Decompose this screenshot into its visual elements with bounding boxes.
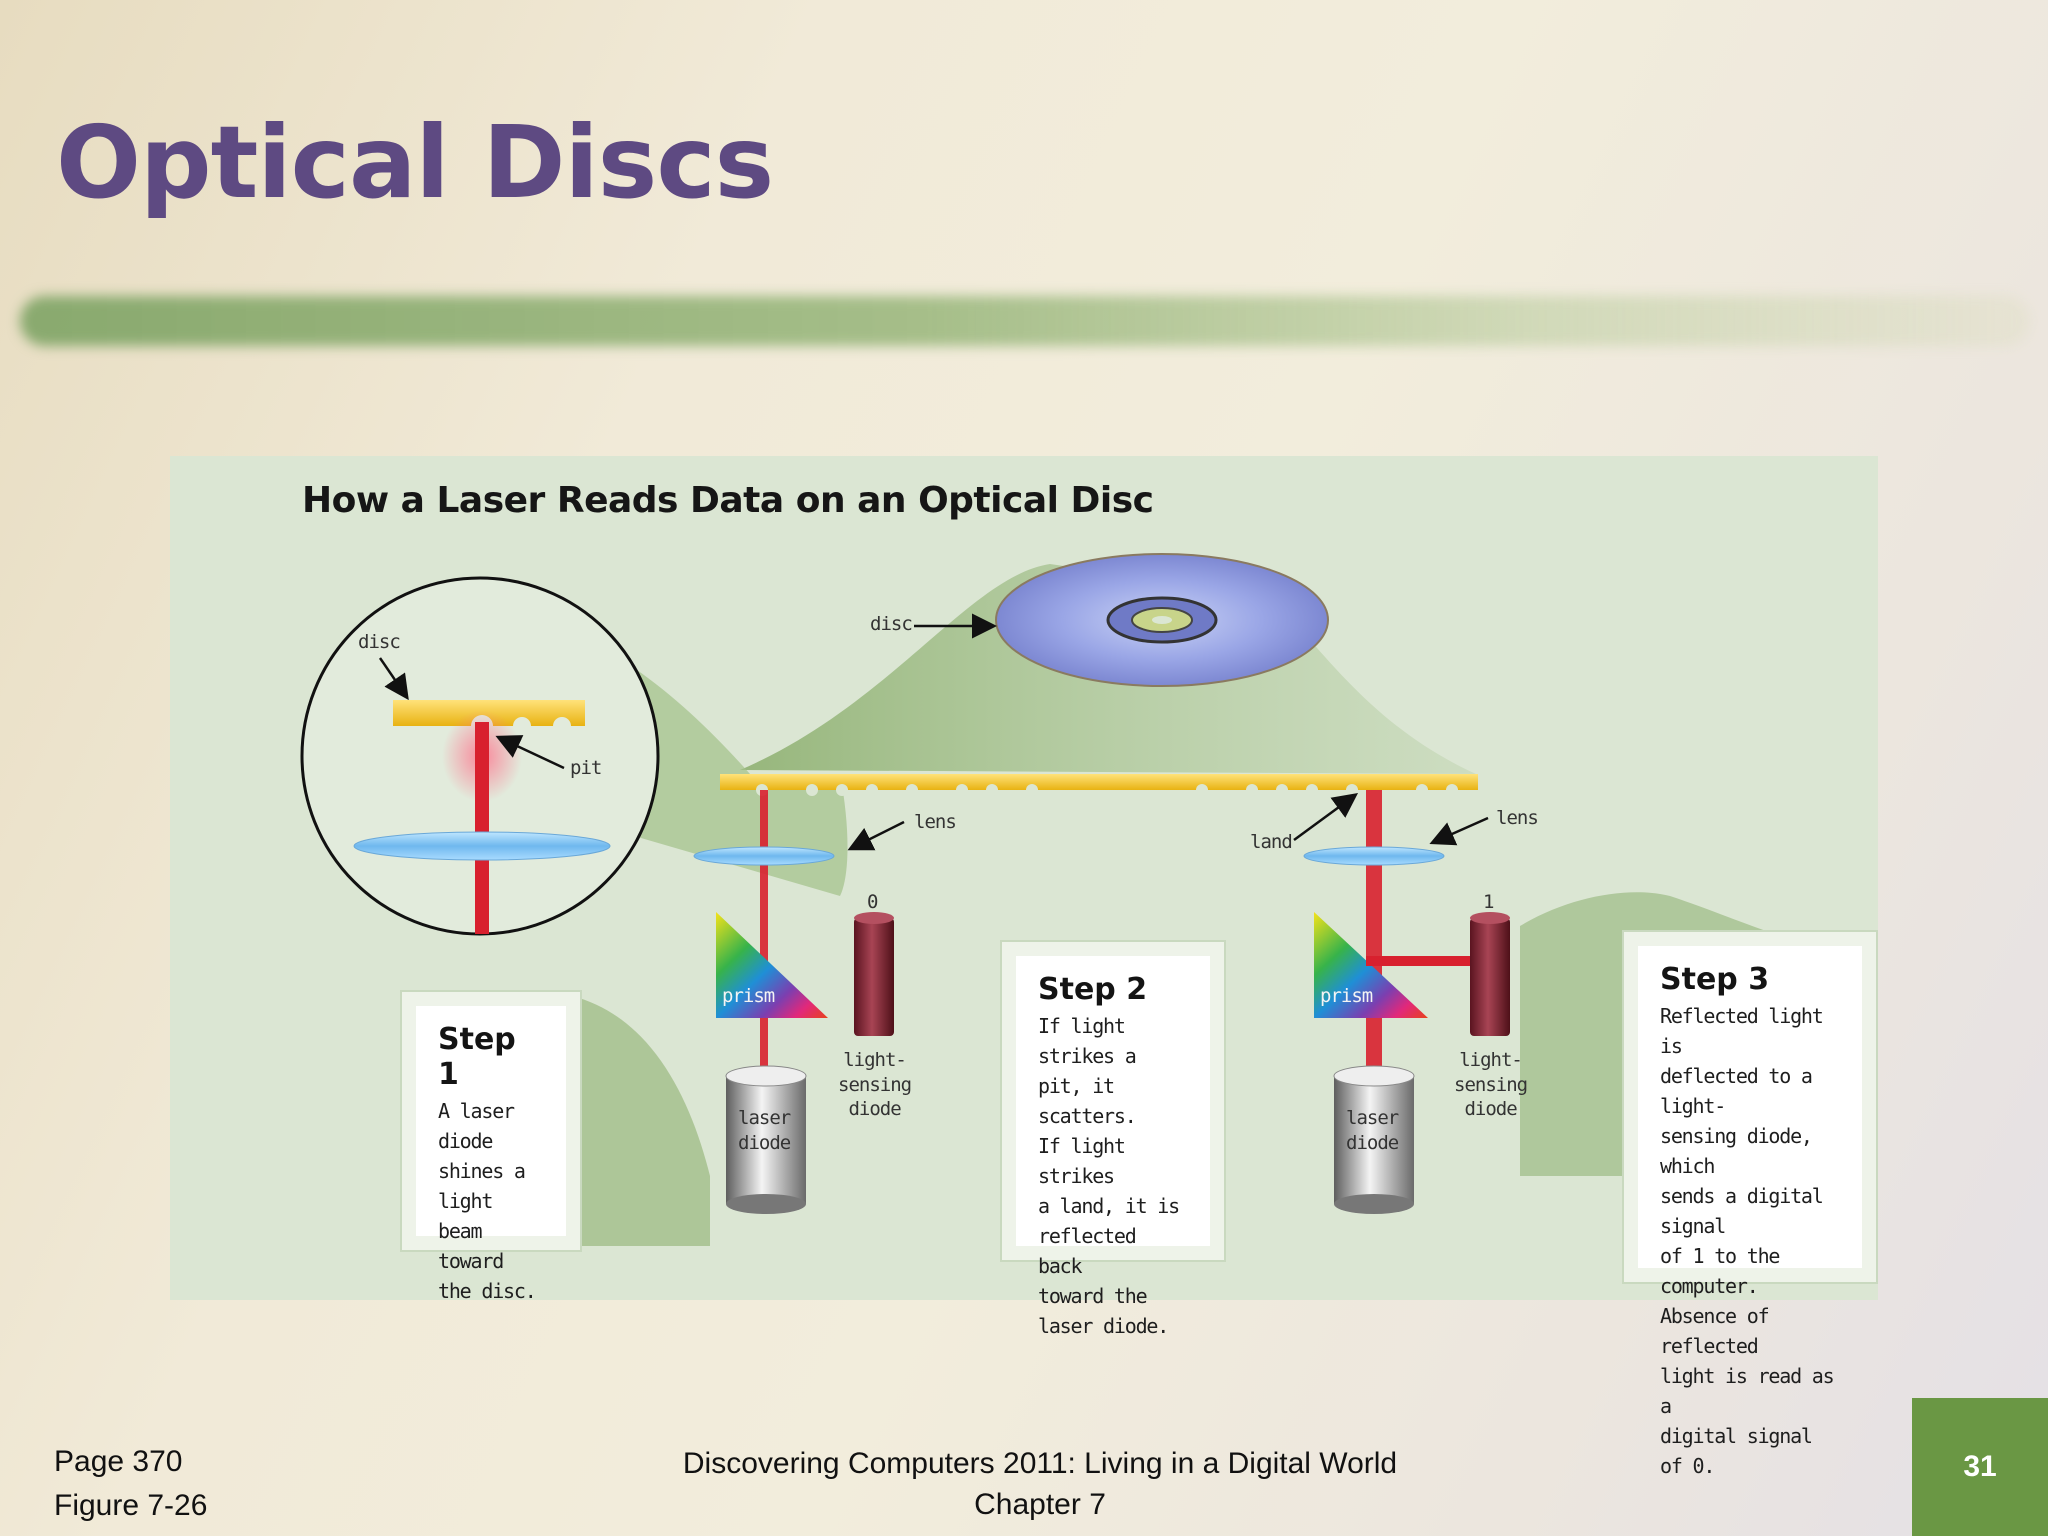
step-3-box: Step 3 Reflected light is deflected to a…	[1624, 932, 1876, 1478]
slide-title: Optical Discs	[56, 104, 774, 221]
label-bit-one: 1	[1483, 891, 1494, 913]
label-light-sensor-right: light- sensing diode	[1454, 1049, 1528, 1121]
label-pit: pit	[570, 757, 602, 779]
zoom-laser-beam	[475, 722, 489, 934]
left-laser-diode-base	[726, 1194, 806, 1214]
figure-title: How a Laser Reads Data on an Optical Dis…	[302, 480, 1154, 521]
footer-book: Discovering Computers 2011: Living in a …	[520, 1444, 1560, 1525]
label-disc-zoom: disc	[358, 631, 401, 653]
right-laser-diode	[1334, 1076, 1414, 1204]
deflected-beam	[1366, 956, 1486, 966]
slide-number-badge: 31	[1912, 1398, 2048, 1536]
label-laser-diode-left: laser diode	[738, 1107, 791, 1154]
right-laser-diode-base	[1334, 1194, 1414, 1214]
label-prism-left: prism	[722, 985, 775, 1007]
pit-arrow	[495, 735, 565, 770]
step-1-heading: Step 1	[438, 1022, 516, 1092]
left-prism	[716, 912, 828, 1018]
laser-reading-figure: How a Laser Reads Data on an Optical Dis…	[170, 456, 1878, 1478]
zoom-pit-1	[513, 717, 531, 735]
label-light-sensor-left: light- sensing diode	[838, 1049, 912, 1121]
step1-shadow	[572, 996, 710, 1246]
left-laser-diode-top	[725, 1065, 807, 1087]
footer-chapter: Chapter 7	[974, 1487, 1106, 1521]
step-2-box: Step 2 If light strikes a pit, it scatte…	[1002, 942, 1224, 1338]
left-light-sensor-top	[854, 912, 894, 924]
left-lens-arrow	[847, 820, 905, 851]
right-light-sensor-top	[1470, 912, 1510, 924]
left-light-sensor	[854, 918, 894, 1036]
footer-book-title: Discovering Computers 2011: Living in a …	[682, 1447, 1398, 1480]
label-lens-left: lens	[914, 811, 957, 833]
step-1-text: A laser diode shines a light beam toward…	[438, 1099, 537, 1303]
track-pits	[756, 784, 1458, 796]
footer-reference: Page 370 Figure 7-26	[54, 1440, 207, 1527]
right-laser-diode-top	[1333, 1065, 1415, 1087]
right-light-sensor	[1470, 918, 1510, 1036]
step-1-box: Step 1 A laser diode shines a light beam…	[402, 992, 580, 1303]
disc-track	[720, 774, 1478, 790]
disc-hole	[1152, 616, 1172, 624]
title-divider	[20, 296, 2030, 346]
label-prism-right: prism	[1320, 985, 1373, 1007]
label-land: land	[1250, 831, 1293, 853]
label-laser-diode-right: laser diode	[1346, 1107, 1399, 1154]
step-2-text: If light strikes a pit, it scatters. If …	[1038, 1014, 1180, 1338]
step-3-text: Reflected light is deflected to a light-…	[1660, 1004, 1835, 1478]
step-3-heading: Step 3	[1660, 962, 1770, 997]
left-laser-diode	[726, 1076, 806, 1204]
label-bit-zero: 0	[867, 891, 878, 913]
label-lens-right: lens	[1496, 807, 1539, 829]
right-laser-beam	[1366, 790, 1382, 1106]
land-arrow	[1293, 793, 1359, 842]
left-laser-beam	[760, 790, 768, 1106]
right-lens	[1303, 846, 1445, 866]
zoom-pit-2	[553, 717, 571, 735]
step-2-heading: Step 2	[1038, 972, 1148, 1007]
footer-figure: Figure 7-26	[54, 1488, 208, 1522]
footer-page: Page 370	[54, 1445, 183, 1478]
left-lens	[693, 846, 835, 866]
label-disc-top: disc	[870, 613, 913, 635]
right-lens-arrow	[1429, 816, 1489, 846]
zoom-lens	[353, 831, 611, 861]
zoom-disc-arrow	[378, 657, 409, 701]
